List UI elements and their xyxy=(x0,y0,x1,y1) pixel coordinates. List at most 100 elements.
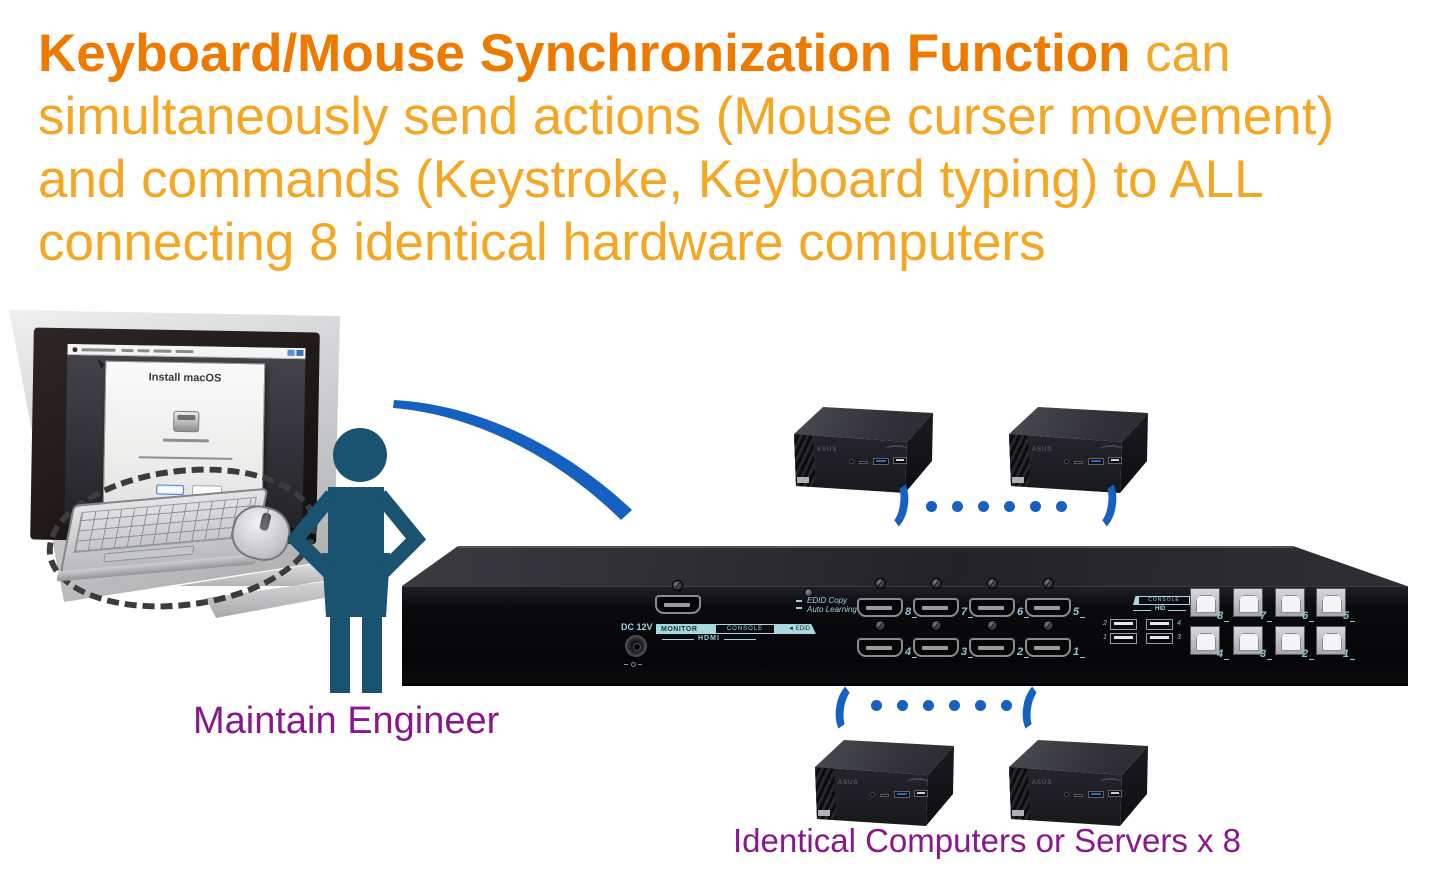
hdmi-port-1 xyxy=(1025,638,1071,657)
console-hid-band: CONSOLE xyxy=(1133,596,1195,605)
cursor-icon xyxy=(97,357,106,370)
usbb-port-number: 6 xyxy=(1302,610,1314,622)
menu-item-bar xyxy=(153,349,172,353)
hdmi-tag xyxy=(797,477,809,483)
maintain-engineer-figure xyxy=(285,425,438,695)
led-indicator xyxy=(796,607,802,609)
card-slot xyxy=(880,794,889,797)
console-band-label: CONSOLE xyxy=(716,625,774,633)
audio-jack xyxy=(849,459,854,464)
hdmi-port-number: 2 xyxy=(1017,646,1029,658)
hdmi-tag xyxy=(818,810,830,816)
power-groove xyxy=(1100,778,1122,786)
pc-brand: ASUS xyxy=(1032,447,1053,453)
led-indicator xyxy=(796,600,802,602)
screw-icon xyxy=(931,578,942,589)
usbb-port-1 xyxy=(1316,626,1346,655)
heading-line2: simultaneously send actions (Mouse curse… xyxy=(38,87,1335,146)
usb-port xyxy=(914,790,928,797)
hdmi-port-number: 1 xyxy=(1073,646,1085,658)
heading-line1-rest: can xyxy=(1130,24,1231,83)
usba-number: 2 xyxy=(1103,620,1107,627)
card-slot xyxy=(859,461,868,464)
usbb-port-number: 7 xyxy=(1260,610,1272,622)
menu-item-bar xyxy=(175,349,194,354)
heading-bold: Keyboard/Mouse Synchronization Function xyxy=(38,24,1131,83)
hid-bracket-line xyxy=(1133,610,1151,611)
usb3-port xyxy=(1088,791,1104,798)
monitor-hdmi-port xyxy=(655,595,701,614)
dialog-instruction xyxy=(138,456,233,460)
usba-number: 3 xyxy=(1177,634,1181,641)
console-usb-port xyxy=(1110,633,1137,644)
card-slot xyxy=(1074,461,1083,464)
keyboard-keys xyxy=(73,496,257,553)
power-groove xyxy=(1100,445,1122,453)
console-hid-label: CONSOLE xyxy=(1139,597,1189,604)
usbb-port-number: 8 xyxy=(1217,610,1229,622)
screw-icon xyxy=(875,620,886,631)
continuation-dots xyxy=(926,501,1067,512)
kvm-switch: DC 12V MONITOR CONSOLE ◄ EDID HDMI EDID … xyxy=(400,540,1410,690)
power-groove xyxy=(906,778,928,786)
menu-item-bar xyxy=(137,349,150,353)
screw-icon xyxy=(987,578,998,589)
console-usb-port xyxy=(1146,633,1173,644)
screw-icon xyxy=(1043,578,1054,589)
usbb-port-5 xyxy=(1316,588,1346,617)
console-usb-port xyxy=(1110,619,1137,630)
continuation-dots xyxy=(871,700,1012,711)
usb-port xyxy=(893,457,907,464)
pc-brand: ASUS xyxy=(838,780,859,786)
menu-item-bar xyxy=(121,348,134,353)
servers-label: Identical Computers or Servers x 8 xyxy=(733,822,1242,859)
mini-pc-3: ASUS xyxy=(806,736,956,828)
power-groove xyxy=(885,445,907,453)
hdmi-port-number: 8 xyxy=(905,606,917,618)
usb-port xyxy=(1108,790,1122,797)
usbb-port-8 xyxy=(1190,588,1220,617)
usbb-port-number: 4 xyxy=(1217,648,1229,660)
edid-copy-button[interactable] xyxy=(804,588,813,597)
menubar-extras xyxy=(287,349,304,357)
kvm-top-face xyxy=(402,546,1407,586)
usb-port xyxy=(1108,457,1122,464)
disk-caption xyxy=(162,438,209,443)
hdmi-port-7 xyxy=(913,598,959,617)
hdmi-port-number: 4 xyxy=(905,646,917,658)
hdmi-bracket-line xyxy=(662,639,694,640)
hdmi-port-number: 6 xyxy=(1017,606,1029,618)
console-usb-port xyxy=(1146,619,1173,630)
dc-label: DC 12V xyxy=(621,622,653,632)
edid-copy-label: EDID Copy xyxy=(807,596,848,605)
console-hdmi-label: HDMI xyxy=(698,635,720,642)
heading-line3: and commands (Keystroke, Keyboard typing… xyxy=(38,150,1264,209)
usbb-port-number: 1 xyxy=(1343,648,1355,660)
apple-logo-icon xyxy=(72,347,78,353)
hdmi-port-number: 5 xyxy=(1073,606,1085,618)
usba-number: 1 xyxy=(1103,634,1107,641)
audio-jack xyxy=(1064,792,1069,797)
screw-icon xyxy=(672,580,683,591)
screw-icon xyxy=(931,620,942,631)
console-band: MONITOR CONSOLE ◄ EDID xyxy=(656,624,816,634)
hdmi-tag xyxy=(1012,810,1024,816)
mini-pc-2: ASUS xyxy=(1000,403,1150,495)
usbb-port-7 xyxy=(1233,588,1263,617)
usbb-port-6 xyxy=(1275,588,1305,617)
hdmi-port-number: 7 xyxy=(961,606,973,618)
connection-arc xyxy=(393,400,632,520)
heading-line4: connecting 8 identical hardware computer… xyxy=(38,213,1046,272)
heading: Keyboard/Mouse Synchronization Function … xyxy=(38,22,1408,274)
usbb-port-number: 3 xyxy=(1260,648,1272,660)
dialog-title: Install macOS xyxy=(148,371,222,385)
hid-bracket-line xyxy=(1168,610,1186,611)
audio-jack xyxy=(1064,459,1069,464)
usbb-port-3 xyxy=(1233,626,1263,655)
engineer-label: Maintain Engineer xyxy=(193,700,500,742)
usb3-port xyxy=(873,458,889,465)
hdmi-tag xyxy=(1012,477,1024,483)
screw-icon xyxy=(875,578,886,589)
hdmi-port-number: 3 xyxy=(961,646,973,658)
edid-band-label: ◄ EDID xyxy=(788,626,810,632)
